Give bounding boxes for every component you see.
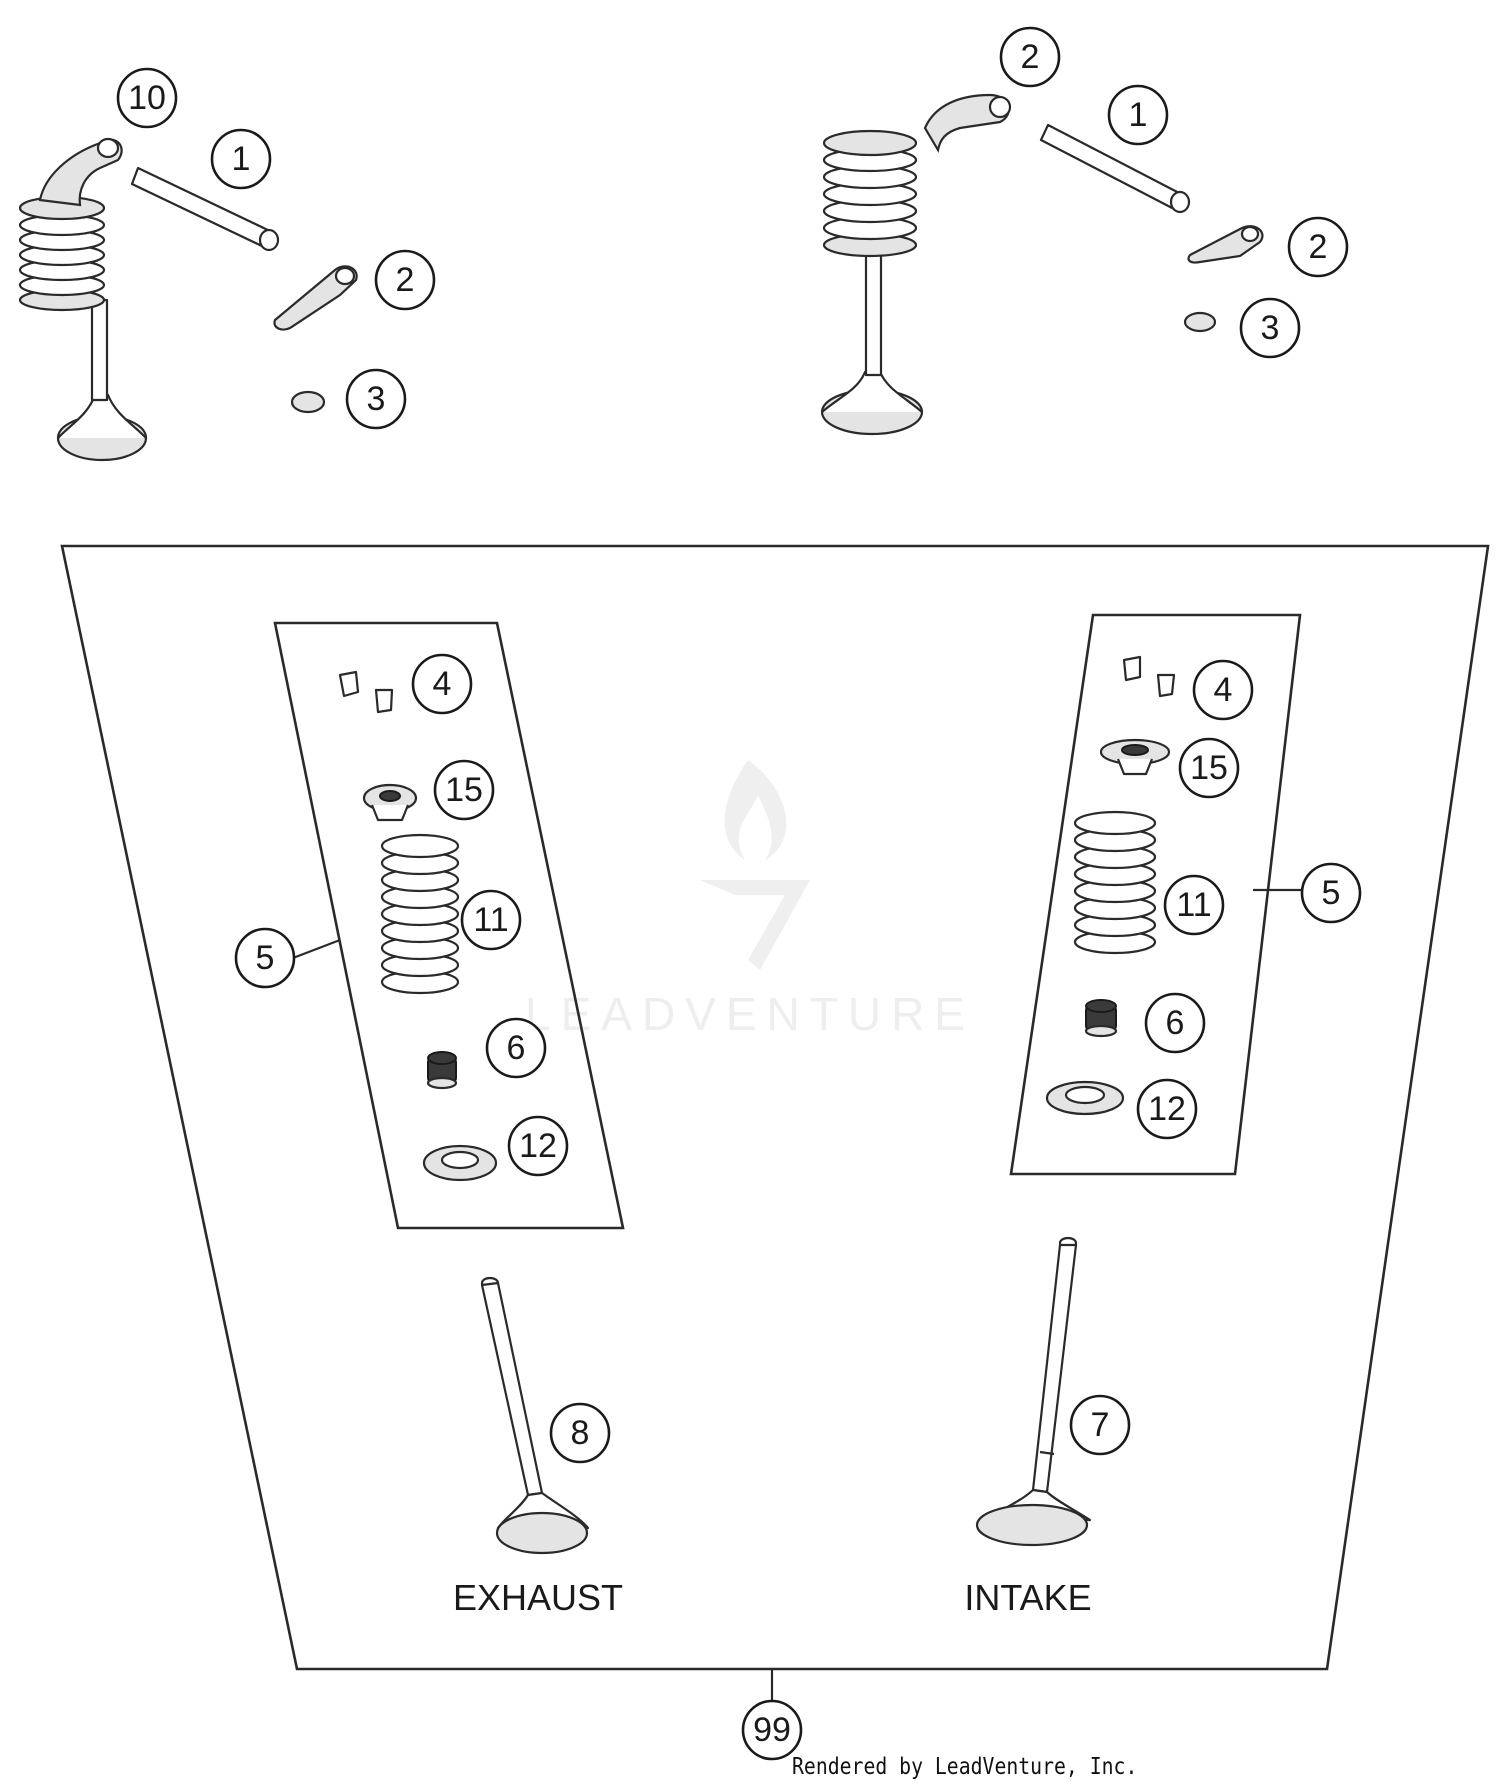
callout-15[interactable]: 15: [1178, 737, 1240, 799]
intake-kit-panel: [1009, 613, 1302, 1176]
callout-6[interactable]: 6: [485, 1017, 547, 1079]
svg-text:6: 6: [507, 1029, 526, 1067]
callout-12[interactable]: 12: [1136, 1078, 1198, 1140]
svg-text:12: 12: [1148, 1090, 1186, 1128]
exhaust-label: EXHAUST: [453, 1577, 623, 1618]
valve-stem-seal-icon: [426, 1051, 458, 1090]
valve-stem-seal-icon: [1084, 999, 1118, 1038]
valve-spring-icon: [1073, 810, 1157, 955]
svg-text:1: 1: [1129, 96, 1148, 134]
callout-11[interactable]: 11: [1163, 874, 1225, 936]
svg-text:4: 4: [433, 665, 452, 703]
callout-6[interactable]: 6: [1144, 992, 1206, 1054]
callout-1[interactable]: 1: [1107, 84, 1169, 146]
svg-text:4: 4: [1214, 671, 1233, 709]
top-right-valve-assembly: 2 1 2 3: [820, 26, 1349, 436]
svg-text:7: 7: [1091, 1406, 1110, 1444]
spring-retainer-icon: [362, 783, 418, 822]
svg-text:2: 2: [396, 261, 415, 299]
svg-text:5: 5: [256, 939, 275, 977]
callout-1[interactable]: 1: [210, 128, 272, 190]
callout-2[interactable]: 2: [374, 249, 436, 311]
svg-text:99: 99: [753, 1711, 791, 1749]
shim-icon: [1183, 311, 1217, 333]
watermark-text: LEADVENTURE: [525, 988, 975, 1040]
exhaust-kit-panel: [273, 621, 625, 1230]
svg-text:8: 8: [571, 1414, 590, 1452]
svg-text:15: 15: [1190, 749, 1228, 787]
svg-text:3: 3: [367, 380, 386, 418]
intake-label: INTAKE: [964, 1577, 1091, 1618]
svg-text:10: 10: [128, 79, 166, 117]
svg-text:1: 1: [232, 140, 251, 178]
valve-spring-icon: [18, 195, 106, 312]
callout-99[interactable]: 99: [741, 1699, 803, 1761]
callout-2[interactable]: 2: [999, 26, 1061, 88]
spring-seat-washer-icon: [422, 1144, 498, 1182]
intake-valve-icon: [975, 1236, 1092, 1547]
valve-spring-icon: [822, 129, 918, 258]
svg-text:11: 11: [1176, 886, 1211, 924]
rocker-shaft-icon: [1039, 123, 1191, 214]
callout-11[interactable]: 11: [460, 889, 522, 951]
callout-2[interactable]: 2: [1287, 216, 1349, 278]
callout-15[interactable]: 15: [433, 759, 495, 821]
callout-12[interactable]: 12: [507, 1115, 569, 1177]
leadventure-watermark-logo: LEADVENTURE: [525, 760, 975, 1040]
valve-keeper-icon: [1122, 655, 1176, 698]
valve-spring-icon: [380, 833, 460, 995]
shim-icon: [290, 390, 326, 414]
callout-5[interactable]: 5: [234, 927, 296, 989]
callout-4[interactable]: 4: [1192, 659, 1254, 721]
top-left-valve-assembly: 10 1 2 3: [18, 67, 436, 462]
callout-10[interactable]: 10: [116, 67, 178, 129]
callout-3[interactable]: 3: [1239, 297, 1301, 359]
svg-text:3: 3: [1261, 309, 1280, 347]
valve-keeper-icon: [338, 670, 394, 714]
exhaust-valve-icon: [480, 1276, 590, 1555]
spring-retainer-icon: [1099, 738, 1171, 776]
callout-5[interactable]: 5: [1300, 862, 1362, 924]
svg-text:11: 11: [473, 901, 508, 939]
rocker-arm-icon: [273, 265, 358, 331]
svg-text:6: 6: [1166, 1004, 1185, 1042]
svg-text:2: 2: [1021, 38, 1040, 76]
svg-text:5: 5: [1322, 874, 1341, 912]
callout-3[interactable]: 3: [345, 368, 407, 430]
callout-7[interactable]: 7: [1069, 1394, 1131, 1456]
spring-seat-washer-icon: [1045, 1080, 1125, 1116]
rocker-shaft-icon: [130, 166, 280, 252]
svg-text:2: 2: [1309, 228, 1328, 266]
svg-text:12: 12: [519, 1127, 557, 1165]
callout-8[interactable]: 8: [549, 1402, 611, 1464]
kit-frame: [60, 544, 1490, 1671]
svg-text:15: 15: [445, 771, 483, 809]
rocker-arm-icon: [1187, 225, 1264, 264]
callout-4[interactable]: 4: [411, 653, 473, 715]
render-credit: Rendered by LeadVenture, Inc.: [792, 1754, 1138, 1780]
